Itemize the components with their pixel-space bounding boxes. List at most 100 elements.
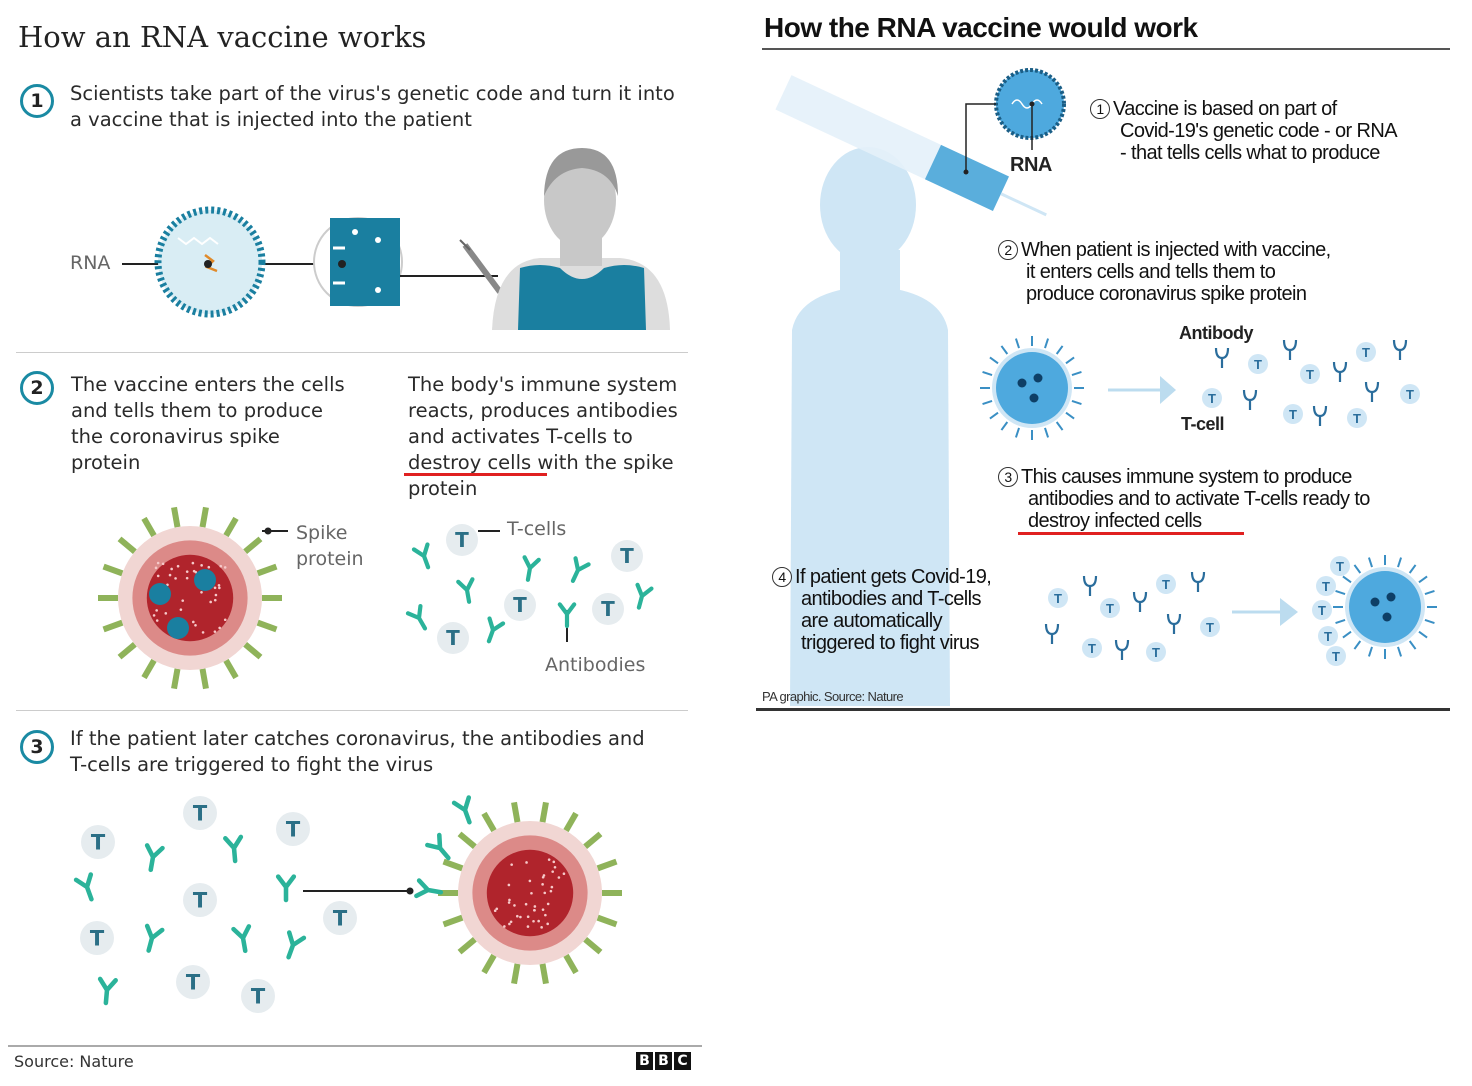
antibody-shape — [143, 845, 162, 871]
speckle — [551, 886, 554, 889]
t-cell-icon: T — [241, 979, 275, 1013]
spike — [1425, 591, 1435, 594]
speckle — [527, 915, 530, 918]
antibody-icon — [1116, 640, 1128, 660]
step-number: 3 — [998, 467, 1018, 487]
speckle — [546, 923, 549, 926]
t-cell-icon: T — [276, 812, 310, 846]
speckle — [542, 908, 545, 911]
spike-protein — [598, 862, 617, 869]
t-cell-icon: T — [176, 965, 210, 999]
speckle — [503, 925, 506, 928]
speckle — [532, 920, 535, 923]
speckle — [541, 883, 544, 886]
antibody-shape — [225, 837, 243, 862]
t-cell-letter: T — [1332, 649, 1340, 664]
text-line: Covid-19's genetic code - or RNA — [1090, 120, 1397, 142]
t-cell-icon: T — [1200, 617, 1220, 637]
right-step-2: 2When patient is injected with vaccine, … — [998, 239, 1331, 305]
t-cell-letter: T — [1152, 645, 1160, 660]
nucleus-dot — [1371, 598, 1380, 607]
antibody-icon — [278, 877, 294, 900]
speckle — [554, 866, 557, 869]
spike-protein — [444, 862, 463, 869]
antibody-shape — [454, 798, 477, 825]
speckle — [510, 863, 513, 866]
spike — [983, 401, 993, 404]
speckle — [519, 916, 522, 919]
speckle — [563, 872, 566, 875]
logo-letter: B — [655, 1052, 672, 1070]
t-cell-icon: T — [1146, 642, 1166, 662]
text-line: When patient is injected with vaccine, — [1021, 239, 1331, 261]
t-cell-letter: T — [1353, 411, 1361, 426]
t-cell-letter: T — [1406, 387, 1414, 402]
speckle — [508, 901, 511, 904]
spike — [1057, 346, 1063, 354]
text-line: antibodies and T-cells — [772, 588, 991, 610]
antibody-icon — [1216, 348, 1228, 368]
speckle — [544, 914, 547, 917]
cell-core — [487, 850, 573, 936]
step-3-text: If the patient later catches coronavirus… — [70, 726, 645, 778]
t-cell-letter: T — [251, 985, 266, 1009]
t-cell-letter: T — [193, 802, 208, 826]
speckle — [508, 884, 511, 887]
spike — [990, 357, 998, 363]
spike — [1419, 576, 1427, 582]
spike-protein — [514, 964, 517, 984]
spike-protein — [444, 918, 463, 925]
antibody-icon — [225, 837, 243, 862]
t-cell-letter: T — [1322, 579, 1330, 594]
antibody-icon — [1046, 624, 1058, 644]
text-line: it enters cells and tells them to — [998, 261, 1331, 283]
t-cell-letter: T — [1208, 391, 1216, 406]
spike — [1336, 620, 1346, 623]
spike-protein — [460, 834, 475, 847]
spike — [1045, 339, 1048, 349]
spike — [1045, 428, 1048, 438]
spike — [1369, 647, 1372, 657]
t-cell-icon: T — [1248, 354, 1268, 374]
antibody-icon — [416, 881, 442, 900]
antibody-label: Antibody — [1179, 323, 1253, 344]
speckle — [529, 880, 532, 883]
antibody-shape — [234, 926, 253, 952]
red-underline — [1018, 532, 1244, 535]
rna-label: RNA — [1010, 154, 1052, 177]
antibody-shape — [98, 979, 116, 1004]
speckle — [537, 920, 540, 923]
text-line: Vaccine is based on part of — [1113, 98, 1337, 120]
t-cell-letter: T — [1306, 367, 1314, 382]
speckle — [525, 903, 528, 906]
spike — [1343, 632, 1351, 638]
t-cell-letter: T — [1318, 603, 1326, 618]
text-line: destroy infected cells — [998, 510, 1370, 532]
antibody-shape — [76, 875, 99, 902]
speckle — [550, 890, 553, 893]
t-cell-icon: T — [1300, 364, 1320, 384]
spike — [1354, 641, 1360, 649]
spike — [1354, 565, 1360, 573]
t-cell-letter: T — [1324, 629, 1332, 644]
text-line: triggered to fight virus — [772, 632, 991, 654]
speckle — [508, 899, 511, 902]
speckle — [542, 876, 545, 879]
t-cell-letter: T — [286, 818, 301, 842]
speckle — [516, 915, 519, 918]
text-line: antibodies and to activate T-cells ready… — [998, 488, 1370, 510]
spike — [1419, 632, 1427, 638]
speckle — [533, 909, 536, 912]
nucleus-dot — [1018, 379, 1027, 388]
spike — [1016, 428, 1019, 438]
t-cell-letter: T — [1088, 641, 1096, 656]
spike-protein — [484, 813, 494, 830]
speckle — [540, 926, 543, 929]
spike — [1001, 422, 1007, 430]
antibody-icon — [1314, 406, 1326, 426]
divider — [8, 1045, 702, 1047]
spike — [1343, 576, 1351, 582]
t-cell-icon: T — [1082, 638, 1102, 658]
spike — [1072, 372, 1082, 375]
step-3-number: 3 — [20, 730, 54, 764]
